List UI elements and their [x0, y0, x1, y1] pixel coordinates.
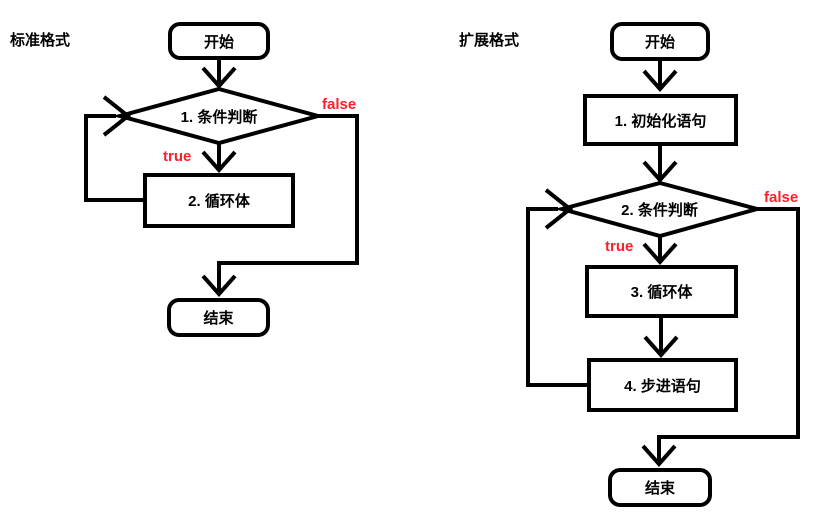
standard-body-label: 2. 循环体	[188, 193, 250, 210]
extended-chart-title: 扩展格式	[459, 32, 520, 49]
arrowhead-down-icon	[642, 160, 678, 184]
true-label: true	[163, 148, 192, 165]
standard-body-node: 2. 循环体	[143, 173, 295, 228]
standard-condition-node: 1. 条件判断	[120, 89, 318, 143]
extended-condition-node: 2. 条件判断	[562, 183, 757, 236]
extended-end-node: 结束	[608, 468, 712, 507]
arrowhead-down-icon	[643, 335, 679, 359]
extended-step-node: 4. 步进语句	[587, 358, 738, 412]
arrowhead-down-icon	[201, 66, 237, 90]
arrowhead-down-icon	[201, 150, 237, 174]
standard-start-label: 开始	[203, 33, 234, 51]
extended-condition-label: 2. 条件判断	[621, 202, 698, 219]
edge-loop-back	[84, 114, 143, 202]
extended-init-node: 1. 初始化语句	[583, 94, 738, 146]
standard-end-node: 结束	[167, 298, 270, 337]
arrowhead-down-icon	[642, 242, 678, 266]
extended-end-label: 结束	[644, 480, 675, 497]
true-label: true	[605, 238, 634, 255]
arrowhead-right-icon	[544, 188, 574, 230]
standard-start-node: 开始	[168, 22, 270, 60]
extended-body-node: 3. 循环体	[585, 265, 738, 318]
standard-chart-title: 标准格式	[10, 32, 71, 49]
extended-start-label: 开始	[644, 34, 675, 51]
standard-condition-label: 1. 条件判断	[180, 108, 258, 126]
arrowhead-down-icon	[641, 444, 677, 468]
extended-flow-edges	[526, 61, 800, 468]
extended-init-label: 1. 初始化语句	[614, 112, 707, 130]
arrowhead-right-icon	[102, 95, 132, 137]
extended-step-label: 4. 步进语句	[624, 377, 701, 395]
arrowhead-down-icon	[642, 69, 678, 93]
standard-end-label: 结束	[203, 310, 234, 327]
false-label: false	[322, 96, 357, 113]
extended-body-label: 3. 循环体	[630, 284, 693, 301]
edge-false-to-end	[217, 114, 359, 294]
false-label: false	[764, 189, 799, 206]
arrowhead-down-icon	[201, 274, 237, 298]
edge-false-to-end	[657, 207, 800, 464]
extended-start-node: 开始	[610, 22, 710, 61]
edge-loop-back	[526, 207, 587, 387]
standard-flow-edges	[84, 60, 359, 298]
